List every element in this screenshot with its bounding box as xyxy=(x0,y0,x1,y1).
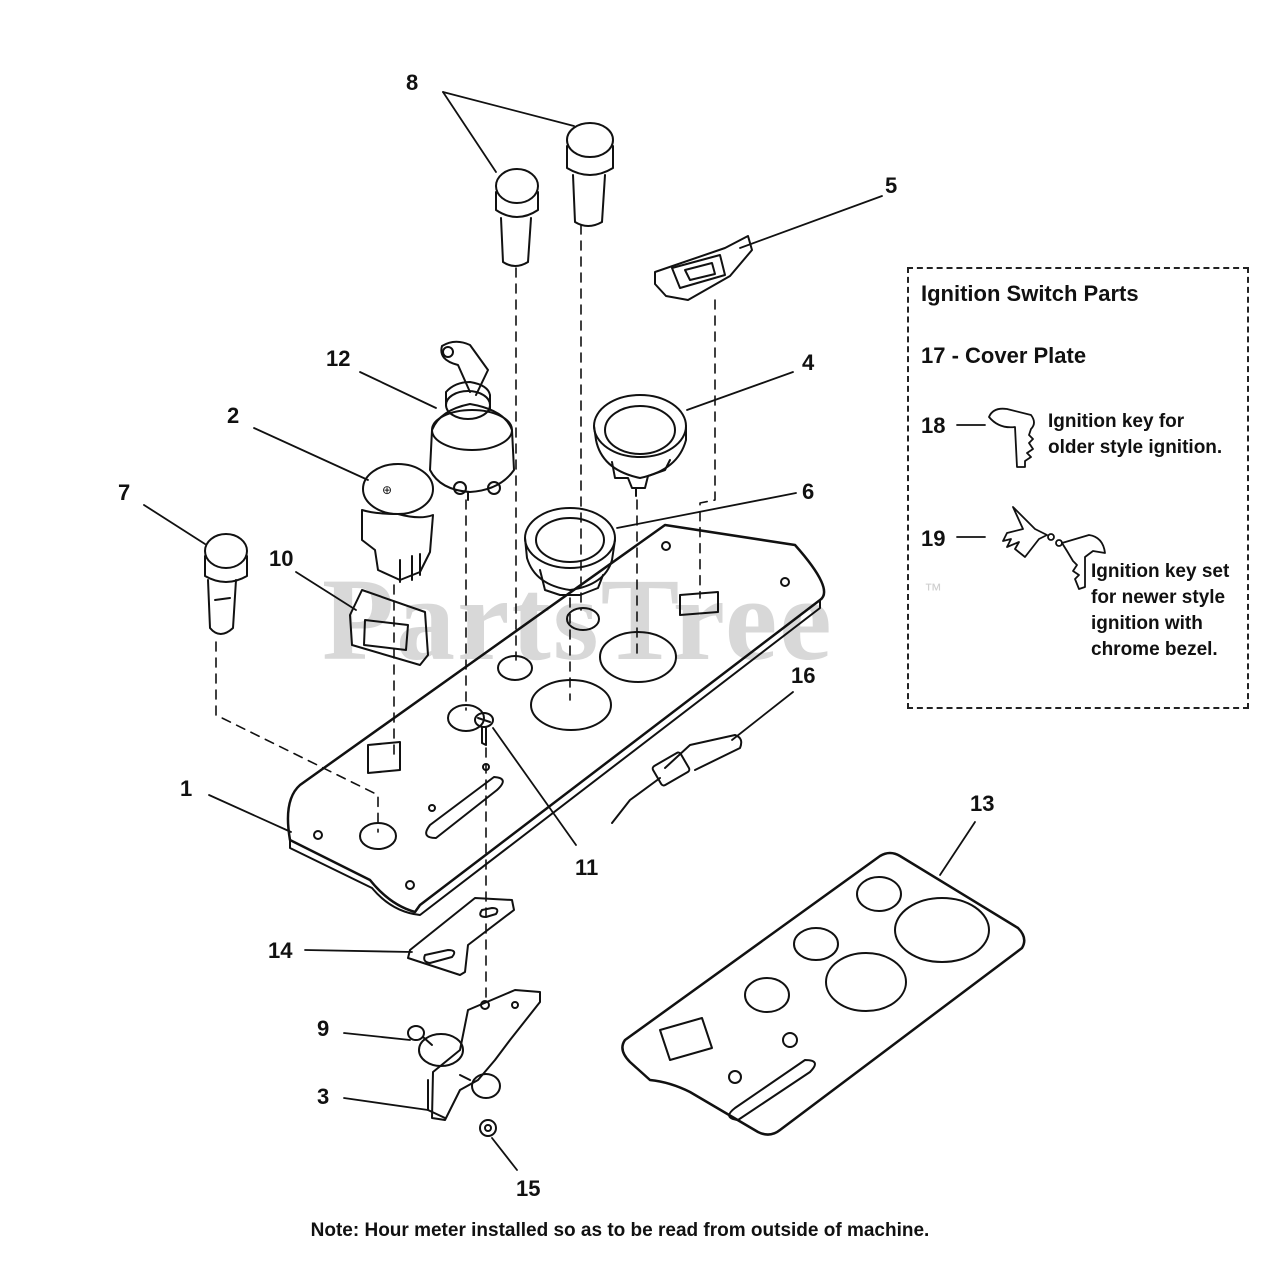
panel-hole-6 xyxy=(530,679,612,731)
callout-16: 16 xyxy=(791,663,816,688)
panel-hole-4 xyxy=(599,631,677,683)
gasket xyxy=(349,589,429,666)
older-key-icon xyxy=(988,407,1035,468)
assembly-lines xyxy=(215,224,716,1001)
hour-meter-round xyxy=(524,507,616,596)
legend-item-19-description: Ignition key set for newer style ignitio… xyxy=(1091,561,1230,660)
legend-key-drawings xyxy=(956,407,1106,590)
panel-hole-7 xyxy=(359,822,397,850)
main-panel xyxy=(286,523,826,916)
indicator-light-b xyxy=(566,122,614,227)
callout-1: 1 xyxy=(180,776,193,801)
ignition-parts-legend: Ignition Switch Parts 17 - Cover Plate 1… xyxy=(907,267,1249,709)
panel-slot-5 xyxy=(679,591,719,616)
indicator-light-left xyxy=(204,533,248,635)
leader-lines xyxy=(143,91,976,1171)
callout-13: 13 xyxy=(970,791,995,816)
sensor-switch xyxy=(611,734,743,824)
bracket xyxy=(407,897,515,976)
panel-hole-12 xyxy=(447,704,485,732)
cover-plate xyxy=(621,851,1026,1136)
panel-long-slot xyxy=(425,776,504,839)
gauge xyxy=(593,394,687,497)
callout-6: 6 xyxy=(802,479,815,504)
callout-15: 15 xyxy=(516,1176,541,1201)
callout-7: 7 xyxy=(118,480,131,505)
callout-12: 12 xyxy=(326,346,351,371)
legend-item-19-number: 19 xyxy=(921,526,946,551)
legend-title: Ignition Switch Parts xyxy=(921,281,1139,306)
screw xyxy=(474,712,494,746)
legend-item-18-number: 18 xyxy=(921,413,946,438)
footnote: Note: Hour meter installed so as to be r… xyxy=(310,1220,930,1241)
hour-meter xyxy=(654,235,753,301)
legend-item-17: 17 - Cover Plate xyxy=(921,343,1087,368)
throttle-assembly xyxy=(407,989,541,1137)
callout-11: 11 xyxy=(575,855,599,880)
callout-10: 10 xyxy=(269,546,294,571)
watermark: PartsTree xyxy=(322,554,834,685)
ignition-switch xyxy=(429,340,515,501)
indicator-light-a xyxy=(495,168,539,267)
trademark-symbol: ™ xyxy=(924,580,942,600)
callout-8: 8 xyxy=(406,70,419,95)
legend-item-18-description: Ignition key for older style ignition. xyxy=(1048,411,1223,458)
callout-5: 5 xyxy=(885,173,898,198)
callout-3: 3 xyxy=(317,1084,330,1109)
svg-text:⊕: ⊕ xyxy=(382,483,392,497)
pto-switch: ⊕ xyxy=(361,463,434,583)
callout-2: 2 xyxy=(227,403,240,428)
panel-slot-2 xyxy=(367,741,401,774)
callout-4: 4 xyxy=(802,350,815,375)
newer-key-set-icon xyxy=(1002,506,1106,590)
callout-9: 9 xyxy=(317,1016,330,1041)
callout-14: 14 xyxy=(268,938,293,963)
